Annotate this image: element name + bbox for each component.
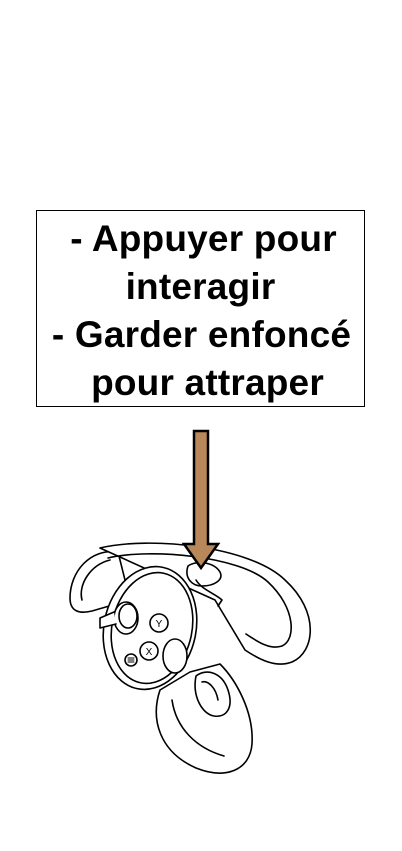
instruction-line-interact: interagir [125, 266, 276, 307]
arrow-down-icon [181, 429, 221, 571]
button-y-label: Y [156, 619, 163, 630]
instruction-line-hold: - Garder enfoncé [51, 314, 352, 355]
instruction-line-grab: pour attraper [91, 362, 324, 403]
instruction-callout: - Appuyer pour interagir - Garder enfonc… [36, 210, 365, 407]
instruction-line-press: - Appuyer pour [70, 218, 337, 259]
button-x-label: X [146, 647, 153, 658]
vr-controller-icon: Y X [69, 542, 311, 774]
controller-diagram: Y X [69, 429, 311, 774]
